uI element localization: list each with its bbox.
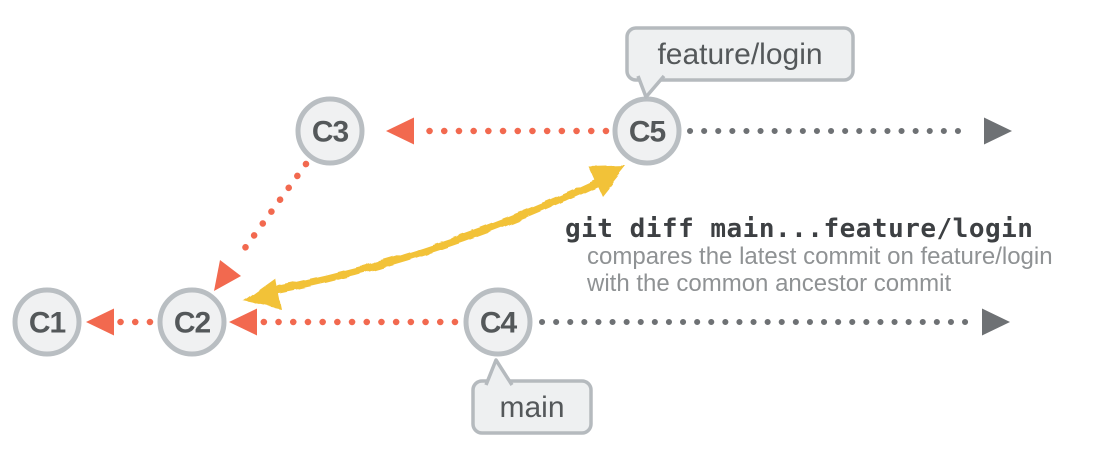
branch-label-main-tail [484,358,514,386]
commit-label-c4: C4 [480,307,518,340]
commit-node-c2: C2 [157,287,227,357]
commit-node-c1: C1 [12,287,82,357]
diff-range-arrow [243,166,626,309]
timeline-arrow-feature [687,117,1012,145]
branch-label-feature-tail [636,74,666,99]
branch-label-feature-box [625,26,855,82]
commit-label-c2: C2 [174,307,211,340]
parent-dots-c3-c2 [233,160,310,263]
commit-label-c5: C5 [629,116,666,149]
parent-arrow-c4-to-c2 [229,308,459,336]
diff-arrowhead-at-c5 [589,166,626,196]
commit-node-c5: C5 [612,96,682,166]
commit-node-c4: C4 [463,287,533,357]
commit-node-c3: C3 [295,96,365,166]
commit-label-c3: C3 [312,116,349,149]
timeline-arrowhead-main [982,308,1010,336]
description-line-1: compares the latest commit on feature/lo… [587,243,1053,270]
annotation-block: git diff main...feature/login compares t… [565,214,1053,297]
git-command-text: git diff main...feature/login [565,214,1033,244]
commit-label-c1: C1 [29,307,66,340]
timeline-arrowhead-feature [984,117,1012,145]
timeline-arrow-main [539,308,1010,336]
parent-arrowhead-c4-c2 [229,308,257,336]
parent-arrowhead-c3-c2 [214,260,241,291]
diff-arrowhead-at-c2 [243,278,281,309]
parent-arrowhead-c5-c3 [386,117,414,145]
parent-arrowhead-c2-c1 [86,308,114,336]
description-line-2: with the common ancestor commit [586,270,951,297]
parent-arrow-c2-to-c1 [86,308,154,336]
commit-circle-c5 [612,96,682,166]
parent-arrow-c5-to-c3 [386,117,610,145]
branch-label-main-text: main [499,391,564,424]
parent-arrow-c3-to-c2 [214,160,310,291]
commit-circle-c2 [157,287,227,357]
branch-label-feature-login: feature/login [625,26,855,99]
commit-circle-c1 [12,287,82,357]
branch-label-main-box [471,379,593,435]
commit-circle-c3 [295,96,365,166]
diff-range-curve [266,174,612,295]
branch-label-main: main [471,358,593,435]
branch-label-feature-text: feature/login [657,38,822,71]
commit-circle-c4 [463,287,533,357]
